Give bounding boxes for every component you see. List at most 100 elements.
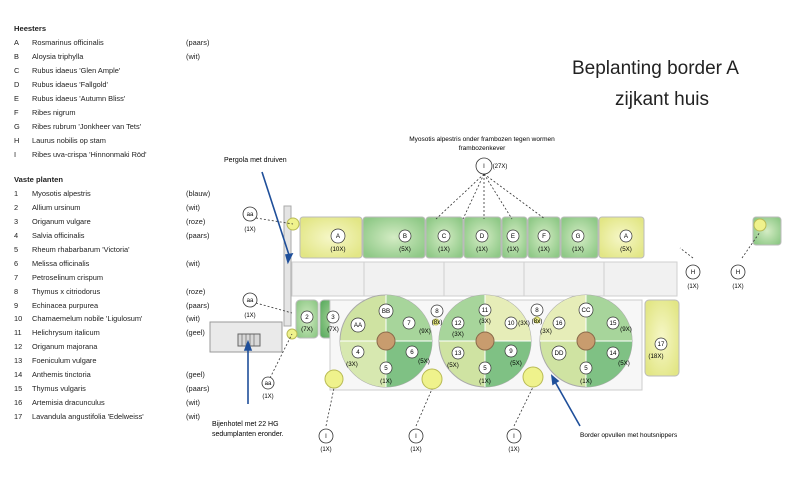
annotation-myosotis: Myosotis alpestris onder frambozen tegen… — [409, 136, 555, 143]
legend-name: Rubus idaeus 'Glen Ample' — [32, 66, 121, 76]
legend-key: 3 — [14, 217, 19, 227]
leader-lines — [255, 173, 761, 427]
legend-name: Anthemis tinctoria — [32, 370, 91, 380]
legend-color: (wit) — [186, 52, 200, 62]
legend-color: (paars) — [186, 231, 210, 241]
legend-row: B Aloysia triphylla (wit) — [14, 50, 224, 64]
legend-name: Rosmarinus officinalis — [32, 38, 104, 48]
svg-text:(1X): (1X) — [410, 447, 421, 453]
svg-text:15: 15 — [610, 320, 617, 327]
svg-text:(1X): (1X) — [538, 246, 550, 253]
legend-key: A — [14, 38, 19, 48]
svg-text:10: 10 — [508, 320, 515, 327]
svg-text:(7X): (7X) — [327, 326, 339, 333]
legend-name: Chamaemelum nobile 'Ligulosum' — [32, 314, 143, 324]
svg-text:(5X): (5X) — [418, 358, 430, 365]
svg-text:2: 2 — [305, 314, 309, 321]
legend-key: 13 — [14, 356, 23, 366]
svg-text:5: 5 — [483, 365, 487, 372]
bed-marker-labels: A(10X) B(5X) C(1X) D(1X) E(1X) F(1X) G(1… — [301, 233, 665, 385]
svg-text:(9X): (9X) — [419, 328, 431, 335]
legend-name: Rubus idaeus 'Autumn Bliss' — [32, 94, 126, 103]
legend-name: Rheum rhabarbarum 'Victoria' — [32, 245, 130, 255]
legend-name: Ribes nigrum — [32, 107, 76, 117]
svg-text:17: 17 — [658, 341, 665, 348]
svg-text:C: C — [442, 233, 447, 240]
paving-path — [291, 261, 678, 297]
legend-color: (paars) — [186, 38, 210, 48]
legend-key: 15 — [14, 383, 23, 393]
legend-name: Echinacea purpurea — [32, 300, 99, 310]
svg-text:(7X): (7X) — [301, 326, 313, 333]
svg-text:H: H — [736, 270, 740, 276]
annotation-arrows — [243, 171, 581, 427]
legend-key: E — [14, 94, 19, 103]
svg-text:(3X): (3X) — [518, 320, 530, 327]
legend-key: 14 — [14, 370, 23, 380]
plan-title: Beplanting border A — [572, 58, 739, 79]
legend-color: (wit) — [186, 397, 200, 407]
svg-text:(5X): (5X) — [618, 360, 630, 367]
legend-color: (geel) — [186, 328, 205, 338]
legend-key: 8 — [14, 286, 19, 296]
legend-key: H — [14, 135, 20, 145]
svg-text:13: 13 — [455, 350, 462, 357]
svg-text:DD: DD — [555, 350, 564, 357]
callout-markers — [242, 157, 746, 444]
legend-row: E Rubus idaeus 'Autumn Bliss' — [14, 92, 224, 106]
annotation-myosotis-2: frambozenkever — [459, 145, 506, 152]
legend-color: (geel) — [186, 370, 205, 380]
svg-text:A: A — [624, 233, 629, 240]
svg-text:8: 8 — [535, 307, 539, 314]
annotation-pergola: Pergola met druiven — [224, 157, 287, 164]
legend-name: Origanum vulgare — [32, 217, 91, 227]
legend-color: (wit) — [186, 203, 200, 213]
svg-text:A: A — [336, 233, 341, 240]
legend-name: Lavandula angustifolia 'Edelweiss' — [32, 411, 144, 421]
svg-text:8: 8 — [435, 308, 439, 315]
legend-color: (wit) — [186, 411, 200, 421]
legend-row: 17 Lavandula angustifolia 'Edelweiss' (wit… — [14, 409, 224, 423]
legend-key: 9 — [14, 300, 19, 310]
svg-text:I: I — [325, 434, 327, 440]
svg-text:9: 9 — [509, 348, 513, 355]
legend-key: 12 — [14, 342, 23, 352]
svg-text:B: B — [403, 233, 407, 240]
svg-text:3: 3 — [331, 314, 335, 321]
svg-text:(5X): (5X) — [510, 360, 522, 367]
annotation-border: Border opvullen met houtsnippers — [580, 432, 678, 439]
legend-row: 12 Origanum majorana — [14, 340, 224, 354]
svg-text:6: 6 — [410, 349, 414, 356]
legend-name: Aloysia triphylla — [32, 52, 84, 62]
legend-row: 14 Anthemis tinctoria (geel) — [14, 368, 224, 382]
legend-name: Melissa officinalis — [32, 258, 90, 268]
legend-color: (wit) — [186, 258, 200, 268]
svg-text:(1X): (1X) — [479, 378, 491, 385]
legend-key: 6 — [14, 258, 19, 268]
svg-text:5: 5 — [384, 365, 388, 372]
svg-text:(18X): (18X) — [648, 353, 663, 360]
legend-name: Origanum majorana — [32, 342, 98, 352]
svg-text:(8x): (8x) — [532, 318, 543, 325]
legend-name: Petroselinum crispum — [32, 272, 104, 282]
legend-key: G — [14, 121, 20, 131]
svg-text:AA: AA — [354, 322, 363, 329]
legend-key: B — [14, 52, 19, 62]
paving-joints — [363, 262, 605, 296]
legend-name: Thymus x citriodorus — [32, 286, 101, 296]
legend-name: Thymus vulgaris — [32, 383, 86, 393]
legend-key: 7 — [14, 272, 19, 282]
svg-text:(8x): (8x) — [432, 319, 443, 326]
legend-name: Ribes rubrum 'Jonkheer van Tets' — [32, 121, 142, 131]
legend-key: 17 — [14, 411, 23, 421]
